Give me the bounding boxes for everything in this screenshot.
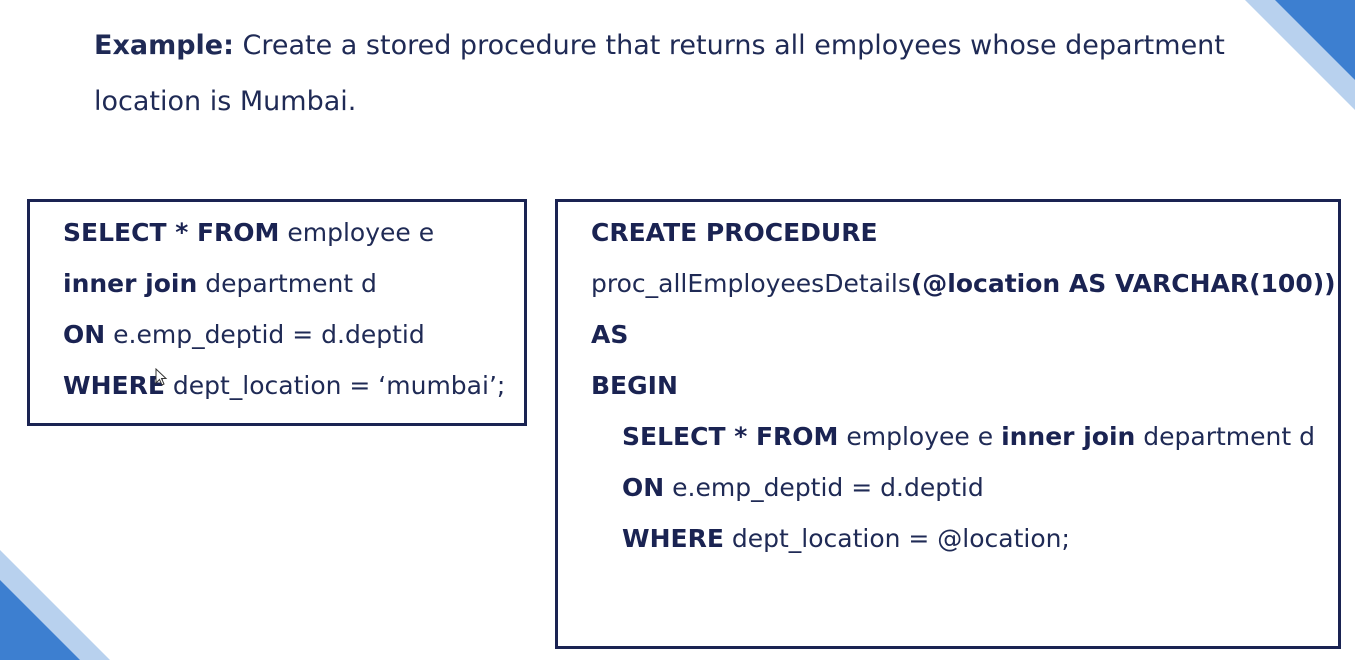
code-line: AS [591, 319, 628, 351]
sql-text: proc_allEmployeesDetails [591, 269, 911, 298]
sql-keyword: ON [622, 473, 665, 502]
sql-text: dept_location = ‘mumbai’; [164, 371, 506, 400]
sql-keyword: CREATE PROCEDURE [591, 218, 878, 247]
sql-text: employee e [279, 218, 435, 247]
sql-keyword: ON [63, 320, 106, 349]
corner-decoration-top-right [1245, 0, 1355, 110]
example-label: Example: [94, 30, 234, 61]
sql-keyword: SELECT * FROM [622, 422, 839, 451]
code-line: inner join department d [63, 268, 377, 300]
code-line: SELECT * FROM employee e inner join depa… [622, 421, 1315, 453]
intro-paragraph: Example: Create a stored procedure that … [94, 18, 1274, 130]
code-line: ON e.emp_deptid = d.deptid [63, 319, 425, 351]
sql-text: e.emp_deptid = d.deptid [105, 320, 425, 349]
sql-keyword: inner join [1001, 422, 1136, 451]
mouse-pointer-icon [155, 368, 168, 386]
code-line: WHERE dept_location = @location; [622, 523, 1070, 555]
sql-keyword: BEGIN [591, 371, 678, 400]
code-line: BEGIN [591, 370, 678, 402]
sql-text: dept_location = @location; [723, 524, 1070, 553]
sql-keyword: AS [591, 320, 629, 349]
create-procedure-box: CREATE PROCEDURE proc_allEmployeesDetails… [555, 199, 1341, 649]
sql-text: department d [197, 269, 377, 298]
sql-text: e.emp_deptid = d.deptid [664, 473, 984, 502]
example-description: Create a stored procedure that returns a… [94, 30, 1225, 117]
code-line: SELECT * FROM employee e [63, 217, 434, 249]
code-line: proc_allEmployeesDetails(@location AS VA… [591, 268, 1336, 300]
sql-keyword: WHERE [63, 371, 165, 400]
sql-keyword: SELECT * FROM [63, 218, 280, 247]
code-line: ON e.emp_deptid = d.deptid [622, 472, 984, 504]
corner-decoration-bottom-left [0, 550, 110, 660]
sql-keyword: WHERE [622, 524, 724, 553]
code-line: WHERE dept_location = ‘mumbai’; [63, 370, 505, 402]
code-line: CREATE PROCEDURE [591, 217, 878, 249]
sql-text: employee e [838, 422, 1002, 451]
select-query-box: SELECT * FROM employee e inner join depar… [27, 199, 527, 426]
sql-keyword: (@location AS VARCHAR(100)) [910, 269, 1336, 298]
sql-text: department d [1135, 422, 1315, 451]
sql-keyword: inner join [63, 269, 198, 298]
